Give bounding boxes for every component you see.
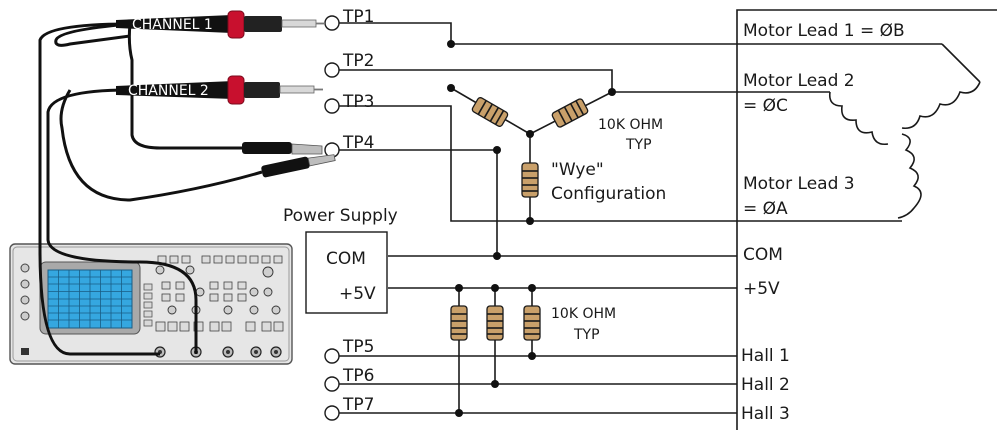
channel-1-label: CHANNEL 1 — [132, 17, 213, 33]
power-supply-plus5: +5V — [339, 284, 376, 304]
power-supply-com: COM — [326, 249, 366, 269]
probe-cables — [38, 22, 263, 356]
hall-2-label: Hall 2 — [741, 375, 790, 395]
tp6-label: TP6 — [342, 366, 374, 386]
motor-windings — [828, 43, 981, 219]
wye-label-line1: "Wye" — [551, 160, 604, 180]
top-resistor-value: 10K OHM — [598, 117, 663, 133]
tp3-terminal[interactable] — [324, 98, 340, 114]
motor-plus5-label: +5V — [743, 279, 780, 299]
motor-lead-1-label: Motor Lead 1 = ØB — [743, 21, 905, 41]
motor-lead-2-phase: = ØC — [743, 96, 788, 116]
power-supply-title: Power Supply — [283, 206, 398, 226]
wye-resistor-right — [551, 98, 589, 128]
tp5-terminal[interactable] — [324, 348, 340, 364]
tp1-label: TP1 — [342, 7, 374, 27]
channel-2-probe[interactable]: CHANNEL 2 — [116, 75, 323, 105]
wye-resistor-bottom — [521, 162, 539, 198]
bottom-resistor-note: TYP — [573, 327, 600, 343]
hall-resistor-3 — [523, 305, 541, 341]
tp3-label: TP3 — [342, 92, 374, 112]
oscilloscope — [9, 243, 293, 365]
ground-clip-1[interactable] — [242, 142, 323, 155]
motor-lead-2-label: Motor Lead 2 — [743, 71, 855, 91]
bottom-resistor-value: 10K OHM — [551, 306, 616, 322]
tp2-label: TP2 — [342, 51, 374, 71]
ground-clip-2[interactable] — [261, 151, 336, 178]
wye-resistor-left — [471, 97, 509, 127]
power-supply-box — [305, 231, 388, 314]
junction-dots — [447, 40, 616, 417]
motor-com-label: COM — [743, 245, 783, 265]
motor-lead-3-label: Motor Lead 3 — [743, 174, 855, 194]
top-resistor-note: TYP — [625, 137, 652, 153]
channel-2-label: CHANNEL 2 — [128, 83, 209, 99]
tp7-label: TP7 — [342, 395, 374, 415]
motor-lead-3-phase: = ØA — [743, 199, 788, 219]
tp4-label: TP4 — [342, 133, 374, 153]
hall-1-label: Hall 1 — [741, 346, 790, 366]
hall-resistor-2 — [486, 305, 504, 341]
tp1-terminal[interactable] — [324, 15, 340, 31]
hall-resistor-1 — [450, 305, 468, 341]
test-points: TP1 TP2 TP3 TP4 TP5 TP6 TP7 — [324, 7, 374, 421]
tp2-terminal[interactable] — [324, 62, 340, 78]
tp7-terminal[interactable] — [324, 405, 340, 421]
hall-3-label: Hall 3 — [741, 404, 790, 424]
channel-1-probe[interactable]: CHANNEL 1 — [116, 10, 325, 39]
motor-box-outline — [736, 9, 997, 430]
tp5-label: TP5 — [342, 337, 374, 357]
wye-label-line2: Configuration — [551, 184, 666, 204]
tp6-terminal[interactable] — [324, 376, 340, 392]
